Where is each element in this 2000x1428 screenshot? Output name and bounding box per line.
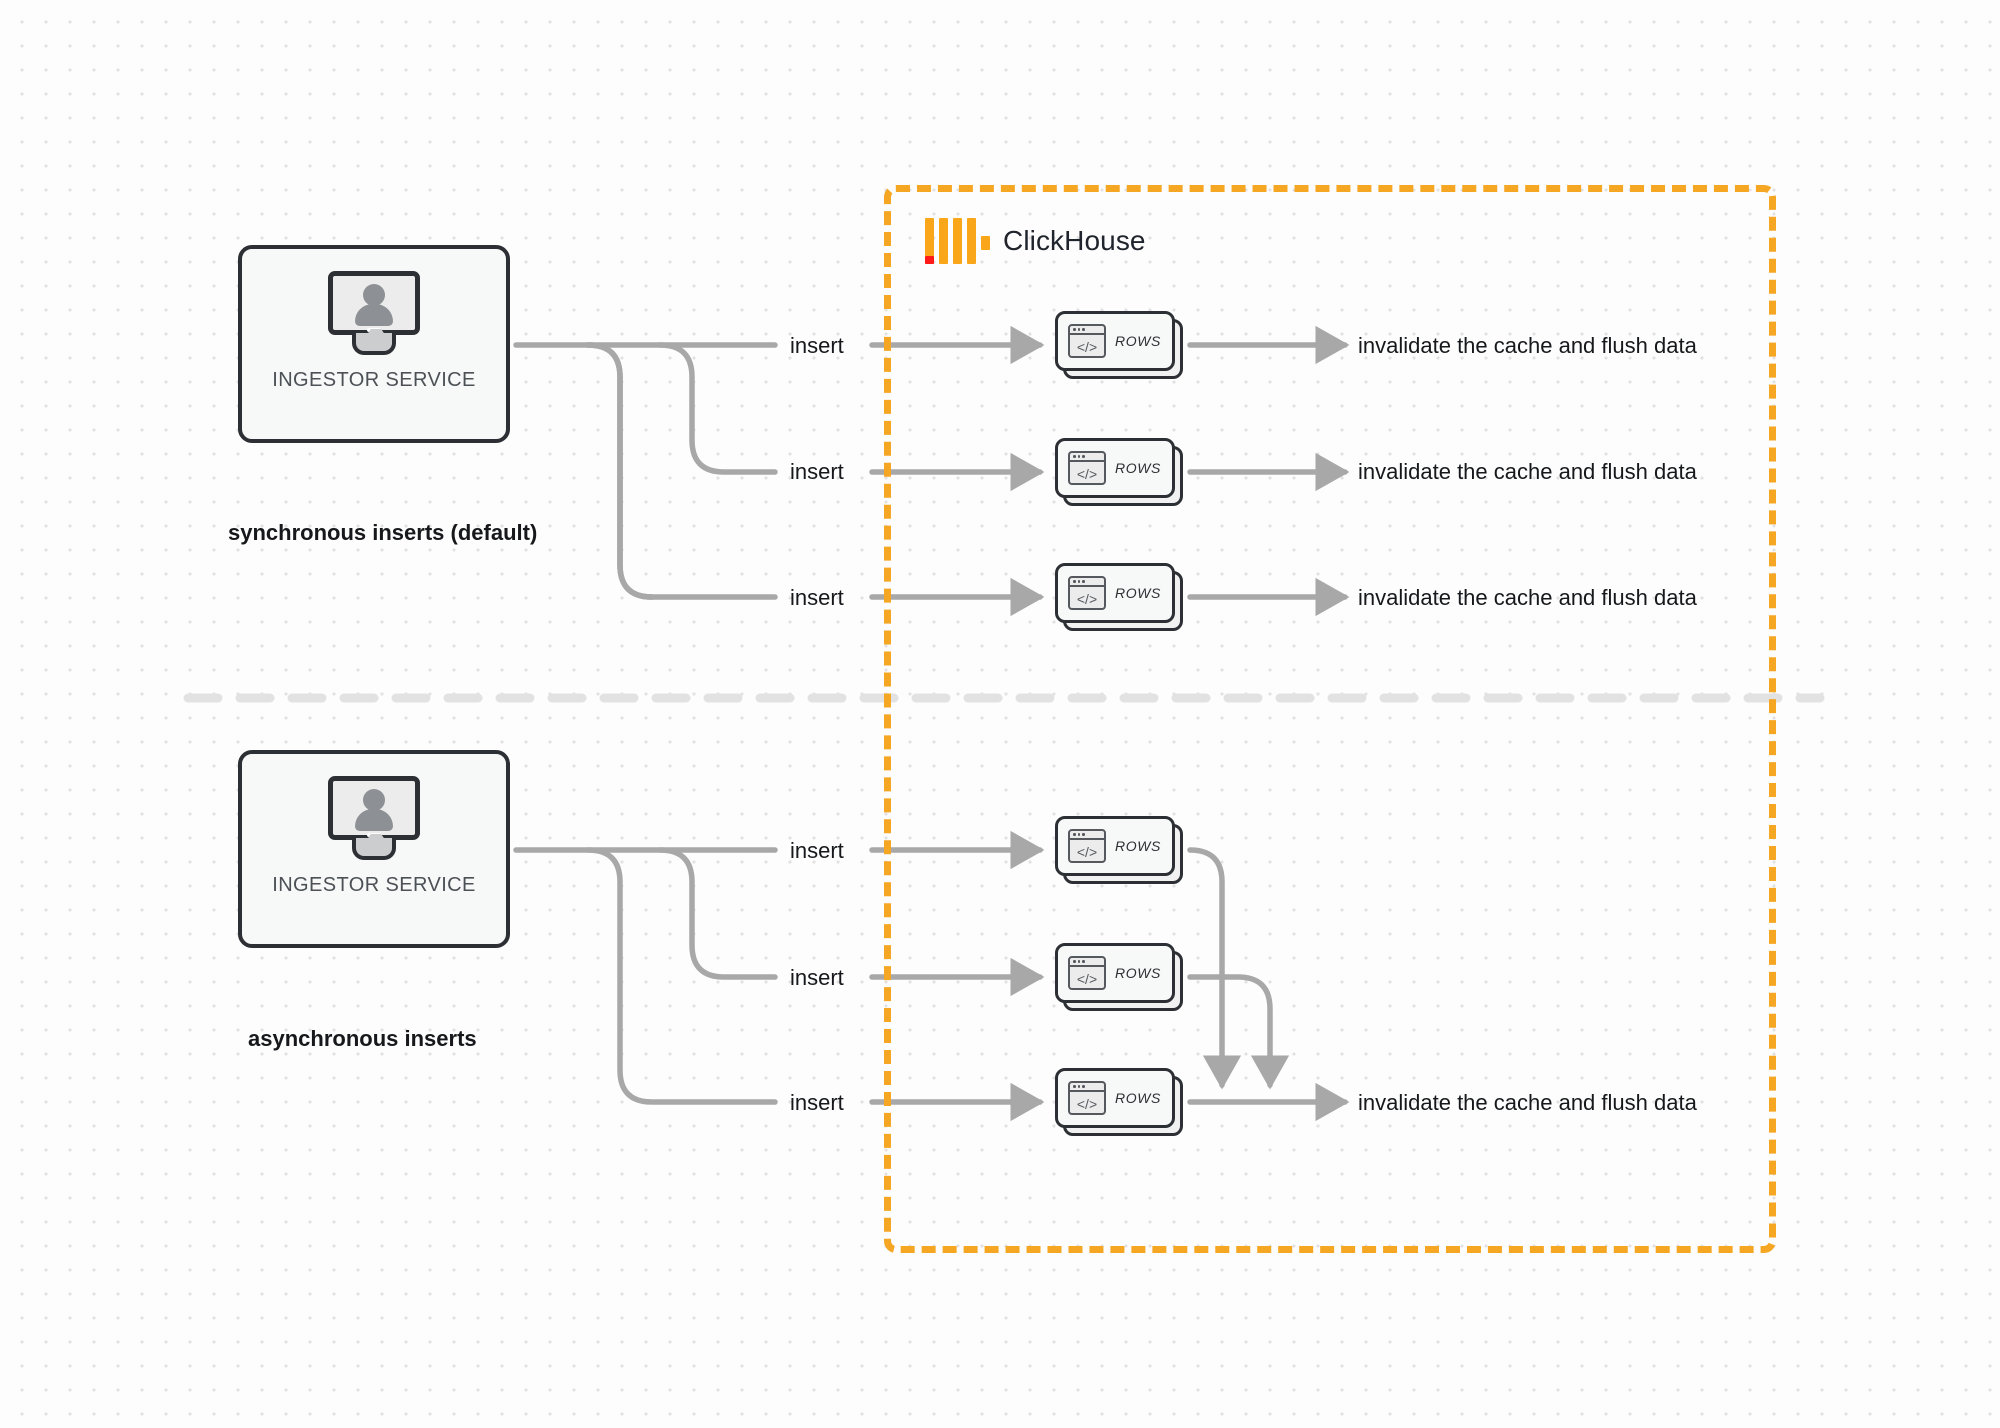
clickhouse-label: ClickHouse — [1003, 225, 1146, 256]
ingestor-service-label: INGESTOR SERVICE — [272, 874, 476, 896]
rows-node-sync-1[interactable]: </> ROWS — [1055, 311, 1183, 379]
clickhouse-brand: ClickHouse — [925, 218, 1146, 264]
result-label-sync-3: invalidate the cache and flush data — [1358, 585, 1697, 610]
code-window-icon: </> — [1068, 956, 1106, 990]
insert-label-async-2: insert — [790, 965, 844, 990]
code-glyph: </> — [1076, 590, 1098, 607]
ingestor-service-label: INGESTOR SERVICE — [272, 369, 476, 391]
result-label-sync-2: invalidate the cache and flush data — [1358, 459, 1697, 484]
code-window-icon: </> — [1068, 1081, 1106, 1115]
rows-label: ROWS — [1115, 965, 1161, 981]
rows-node-async-1[interactable]: </> ROWS — [1055, 816, 1183, 884]
code-glyph: </> — [1076, 843, 1098, 860]
monitor-user-icon — [328, 271, 420, 355]
rows-label: ROWS — [1115, 333, 1161, 349]
clickhouse-logo-icon — [925, 218, 990, 264]
code-window-icon: </> — [1068, 576, 1106, 610]
rows-label: ROWS — [1115, 1090, 1161, 1106]
insert-label-async-1: insert — [790, 838, 844, 863]
code-window-icon: </> — [1068, 451, 1106, 485]
rows-node-async-2[interactable]: </> ROWS — [1055, 943, 1183, 1011]
rows-node-async-3[interactable]: </> ROWS — [1055, 1068, 1183, 1136]
rows-node-sync-3[interactable]: </> ROWS — [1055, 563, 1183, 631]
clickhouse-boundary — [884, 185, 1776, 1253]
result-label-async-merged: invalidate the cache and flush data — [1358, 1090, 1697, 1115]
rows-label: ROWS — [1115, 585, 1161, 601]
ingestor-service-async[interactable]: INGESTOR SERVICE — [238, 750, 510, 948]
insert-label-async-3: insert — [790, 1090, 844, 1115]
code-glyph: </> — [1076, 970, 1098, 987]
monitor-user-icon — [328, 776, 420, 860]
code-window-icon: </> — [1068, 324, 1106, 358]
rows-label: ROWS — [1115, 838, 1161, 854]
code-window-icon: </> — [1068, 829, 1106, 863]
caption-synchronous: synchronous inserts (default) — [228, 520, 538, 545]
rows-node-sync-2[interactable]: </> ROWS — [1055, 438, 1183, 506]
insert-label-sync-3: insert — [790, 585, 844, 610]
caption-asynchronous: asynchronous inserts — [248, 1026, 477, 1051]
code-glyph: </> — [1076, 1095, 1098, 1112]
rows-label: ROWS — [1115, 460, 1161, 476]
code-glyph: </> — [1076, 338, 1098, 355]
result-label-sync-1: invalidate the cache and flush data — [1358, 333, 1697, 358]
code-glyph: </> — [1076, 465, 1098, 482]
insert-label-sync-1: insert — [790, 333, 844, 358]
ingestor-service-sync[interactable]: INGESTOR SERVICE — [238, 245, 510, 443]
insert-label-sync-2: insert — [790, 459, 844, 484]
